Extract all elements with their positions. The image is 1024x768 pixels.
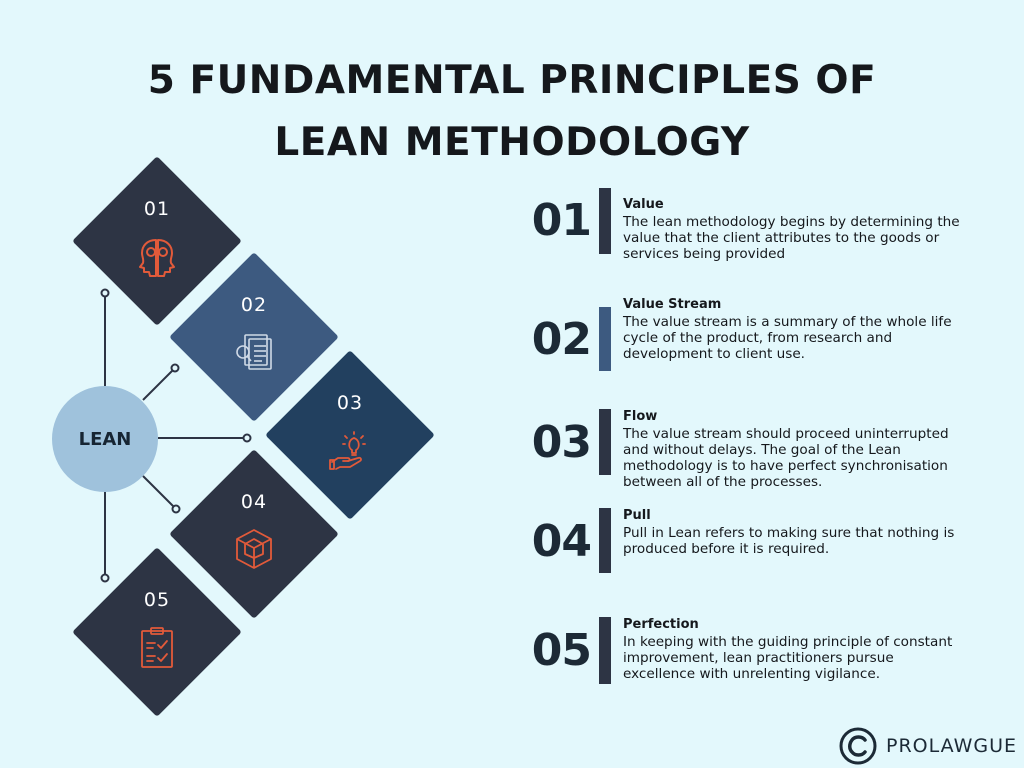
diamond-number: 02 bbox=[240, 294, 268, 316]
principle-heading: Perfection bbox=[623, 617, 699, 632]
diamond-number: 01 bbox=[143, 198, 171, 220]
principle-description: The value stream is a summary of the who… bbox=[623, 314, 952, 362]
principle-heading: Value Stream bbox=[623, 297, 722, 312]
principle-bar bbox=[599, 508, 611, 573]
connector-line-lower bbox=[142, 475, 177, 510]
principle-description: In keeping with the guiding principle of… bbox=[623, 634, 953, 682]
diamond-02: 02 bbox=[169, 252, 339, 422]
connector-dot-lower bbox=[171, 504, 181, 514]
diamond-03: 03 bbox=[265, 350, 435, 520]
connector-dot-bottom bbox=[100, 573, 110, 583]
document-search-icon bbox=[232, 330, 276, 374]
principle-heading: Value bbox=[623, 197, 664, 212]
principle-heading: Flow bbox=[623, 409, 658, 424]
diamond-number: 04 bbox=[240, 491, 268, 513]
principle-number: 05 bbox=[531, 625, 592, 676]
diamond-number: 03 bbox=[336, 392, 364, 414]
principle-bar bbox=[599, 307, 611, 371]
connector-dot-middle bbox=[242, 433, 252, 443]
principle-number: 02 bbox=[531, 314, 592, 365]
connector-line-upper bbox=[142, 367, 176, 401]
title-line-1: 5 FUNDAMENTAL PRINCIPLES OF bbox=[147, 58, 877, 103]
principle-heading: Pull bbox=[623, 508, 651, 523]
principle-bar bbox=[599, 188, 611, 254]
connector-dot-top bbox=[100, 288, 110, 298]
lean-center-circle: LEAN bbox=[52, 386, 158, 492]
brand-name: PROLAWGUE bbox=[886, 735, 1018, 757]
principle-bar bbox=[599, 617, 611, 684]
principle-number: 01 bbox=[531, 195, 592, 246]
clipboard-checklist-icon bbox=[135, 625, 179, 669]
principle-description: The value stream should proceed uninterr… bbox=[623, 426, 949, 490]
box-icon bbox=[232, 527, 276, 571]
hand-lightbulb-icon bbox=[328, 428, 372, 472]
page-title: 5 FUNDAMENTAL PRINCIPLES OF LEAN METHODO… bbox=[0, 50, 1024, 174]
lean-label: LEAN bbox=[78, 428, 132, 450]
diamond-number: 05 bbox=[143, 589, 171, 611]
diamond-05: 05 bbox=[72, 547, 242, 717]
connector-dot-upper bbox=[170, 363, 180, 373]
principle-description: The lean methodology begins by determini… bbox=[623, 214, 960, 262]
title-line-2: LEAN METHODOLOGY bbox=[274, 120, 750, 165]
principle-bar bbox=[599, 409, 611, 475]
diamond-04: 04 bbox=[169, 449, 339, 619]
brand: PROLAWGUE bbox=[838, 725, 1017, 767]
principle-number: 03 bbox=[531, 417, 592, 468]
principle-description: Pull in Lean refers to making sure that … bbox=[623, 525, 955, 557]
diamond-01: 01 bbox=[72, 156, 242, 326]
copyright-logo-icon bbox=[839, 727, 877, 765]
principle-number: 04 bbox=[531, 516, 592, 567]
two-heads-icon bbox=[135, 234, 179, 278]
